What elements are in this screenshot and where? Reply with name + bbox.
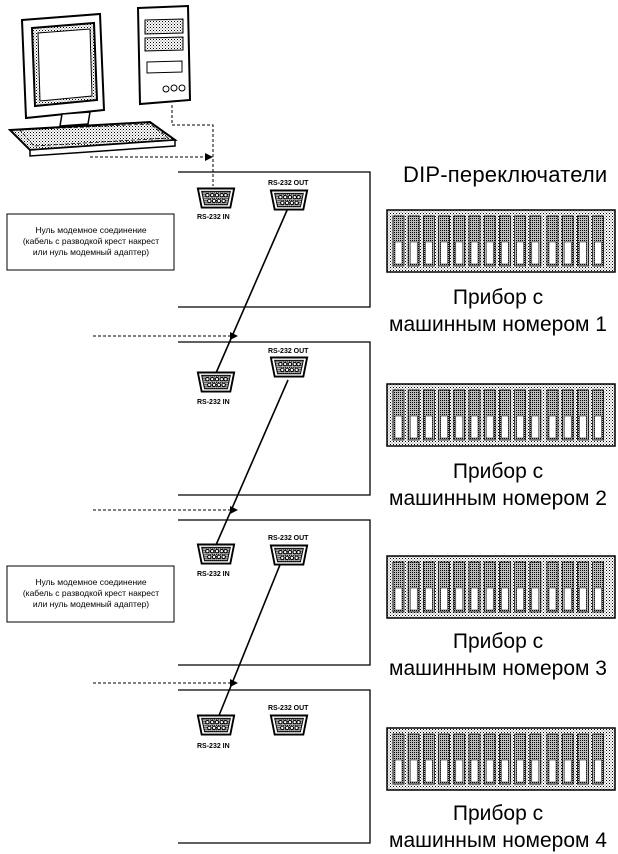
unit-box — [178, 171, 371, 844]
computer-cable — [90, 105, 214, 186]
null-modem-cables — [215, 207, 289, 719]
null-modem-note-line: (кабель с разводкой крест накрест — [22, 236, 160, 246]
port-label-out: RS-232 OUT — [268, 535, 309, 542]
port-label-in: RS-232 IN — [197, 399, 230, 406]
null-modem-note-line: или нуль модемный адаптер) — [32, 599, 150, 609]
null-modem-note: Нуль модемное соединение (кабель с разво… — [8, 577, 174, 610]
port-label-out: RS-232 OUT — [268, 705, 309, 712]
unit-caption-line: Прибор с — [452, 802, 544, 825]
unit-caption-line: машинным номером 1 — [389, 313, 607, 336]
dip-switch-icon — [386, 209, 616, 273]
unit-caption: Прибор с машинным номером 1 — [378, 284, 618, 338]
dip-switch-icon — [386, 383, 616, 447]
dip-switch-group — [386, 209, 616, 791]
port-label-in: RS-232 IN — [197, 571, 230, 578]
null-modem-note-line: (кабель с разводкой крест накрест — [22, 588, 160, 598]
unit-caption: Прибор с машинным номером 3 — [378, 628, 618, 682]
null-modem-note: Нуль модемное соединение (кабель с разво… — [8, 225, 174, 258]
unit-caption-line: Прибор с — [452, 460, 544, 483]
null-modem-note-line: или нуль модемный адаптер) — [32, 247, 150, 257]
null-modem-note-line: Нуль модемное соединение — [35, 225, 147, 235]
null-modem-note-box — [6, 213, 175, 271]
unit-caption-line: Прибор с — [452, 286, 544, 309]
port-label-in: RS-232 IN — [197, 214, 230, 221]
dip-switch-icon — [386, 555, 616, 619]
dip-switch-icon — [386, 727, 616, 791]
port-label-in: RS-232 IN — [197, 743, 230, 750]
port-label-out: RS-232 OUT — [268, 348, 309, 355]
arrow-head — [205, 153, 213, 161]
unit-caption: Прибор с машинным номером 4 — [378, 800, 618, 854]
unit-caption-line: машинным номером 3 — [389, 657, 607, 680]
null-modem-note-box — [6, 565, 175, 623]
unit-caption-line: машинным номером 4 — [389, 829, 607, 852]
unit-caption-line: машинным номером 2 — [389, 487, 607, 510]
port-label-out: RS-232 OUT — [268, 180, 309, 187]
unit-caption-line: Прибор с — [452, 630, 544, 653]
desktop-computer-icon — [7, 4, 192, 157]
dip-switches-title: DIP-переключатели — [403, 162, 608, 187]
unit-caption: Прибор с машинным номером 2 — [378, 458, 618, 512]
null-modem-note-line: Нуль модемное соединение — [35, 577, 147, 587]
